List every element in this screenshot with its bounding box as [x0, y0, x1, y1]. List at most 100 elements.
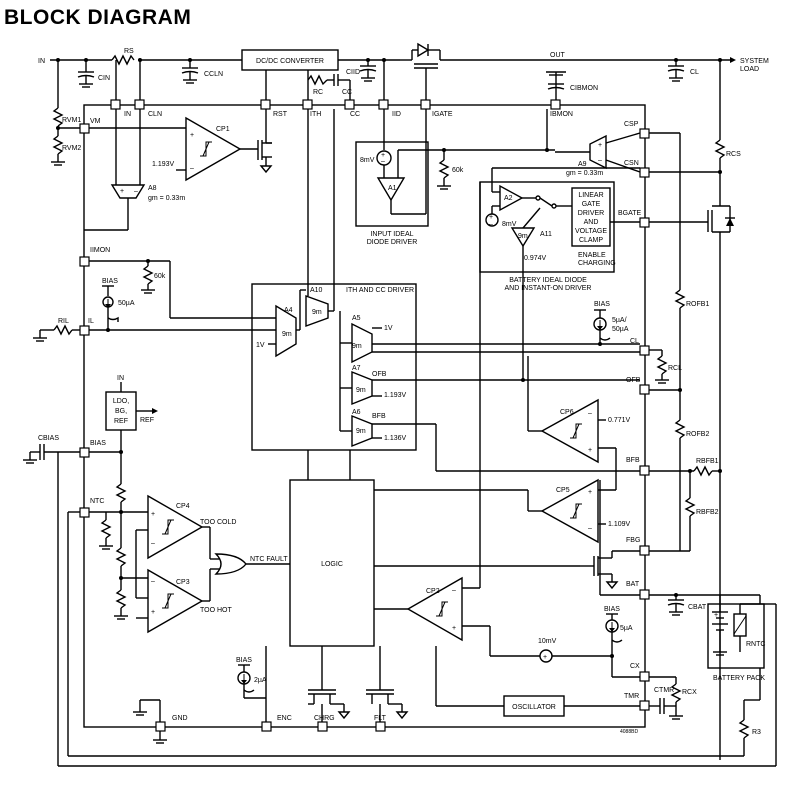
svg-text:+: +: [452, 625, 456, 632]
oscillator-block: OSCILLATOR 4088BD: [435, 646, 640, 735]
label-8mv-iid: 8mV: [360, 157, 375, 164]
label-50ua: 50µA: [118, 300, 135, 307]
pin-flt: [375, 721, 386, 732]
label-out: OUT: [550, 52, 566, 59]
label-5ua-50ua-2: 50µA: [612, 326, 629, 333]
label-system: SYSTEM: [740, 58, 769, 65]
svg-text:–: –: [489, 221, 493, 228]
label-battery-pack: BATTERY PACK: [713, 675, 765, 682]
label-a4: A4: [284, 307, 293, 314]
svg-text:+: +: [190, 132, 194, 139]
pin-label-cl: CL: [630, 338, 639, 345]
diagram-title: BLOCK DIAGRAM: [4, 6, 191, 29]
label-rvm1: RVM1: [62, 117, 81, 124]
label-in-top: IN: [38, 58, 45, 65]
label-a11-gm: 9m: [518, 233, 528, 240]
comparator-cp6: CP6 – + 0.771V: [527, 356, 631, 471]
pin-csn: [639, 167, 650, 178]
r3-feedback: R3: [57, 452, 777, 767]
battery-pack: + RNTC BATTERY PACK: [707, 595, 765, 682]
label-ntc-fault: NTC FAULT: [250, 556, 288, 563]
logic-block: LOGIC: [289, 450, 375, 647]
label-ldo-3: REF: [114, 418, 128, 425]
label-8mv-a2: 8mV: [502, 221, 517, 228]
battery-ideal-diode-block: A2 + – 8mV 9m A11 0.974V LINEAR GATE DRI…: [479, 167, 640, 382]
svg-text:+: +: [489, 214, 493, 221]
label-2ua: 2µA: [254, 677, 267, 684]
label-rvm2: RVM2: [62, 145, 81, 152]
label-cp5: CP5: [556, 487, 570, 494]
label-bias-d: BIAS: [236, 657, 252, 664]
pin-label-cln: CLN: [148, 111, 162, 118]
label-rbfb2: RBFB2: [696, 509, 719, 516]
bottom-pins: GND ENC CHRG FLT: [155, 715, 387, 732]
divider-rbfb: RBFB1 RBFB2: [649, 458, 722, 551]
label-lgd-4: AND: [584, 219, 599, 226]
pin-vm: [79, 123, 90, 134]
label-cp4: CP4: [176, 503, 190, 510]
pin-label-chrg: CHRG: [314, 715, 335, 722]
pin-label-cx: CX: [630, 663, 640, 670]
label-a5-gm: 9m: [352, 343, 362, 350]
pin-label-bfb: BFB: [626, 457, 640, 464]
pin-label-cc: CC: [350, 111, 360, 118]
resistor-ril: RIL: [33, 318, 276, 342]
label-rs: RS: [124, 48, 134, 55]
label-ciid: CIID: [346, 69, 360, 76]
capacitor-ciid: CIID: [346, 58, 377, 82]
pin-label-csn: CSN: [624, 160, 639, 167]
rcs-and-battery-fet: RCS: [645, 58, 741, 760]
top-pins: IN CLN RST ITH CC IID IGATE IBMON: [110, 99, 573, 118]
label-load: LOAD: [740, 66, 759, 73]
svg-text:+: +: [588, 447, 592, 454]
label-a10-gm: 9m: [312, 309, 322, 316]
ith-cc-driver-block: ITH AND CC DRIVER A4 9m 1V A10 9m A5 9m …: [251, 109, 640, 472]
label-60k-iid: 60k: [452, 167, 464, 174]
pin-label-fbg: FBG: [626, 537, 640, 544]
label-a9: A9: [578, 161, 587, 168]
label-a7-ofb: OFB: [372, 371, 387, 378]
pin-label-in: IN: [124, 111, 131, 118]
amplifier-a9: + – A9 gm = 0.33m: [555, 132, 641, 177]
label-a1: A1: [388, 185, 397, 192]
capacitor-cibmon: CIBMON: [546, 71, 598, 104]
svg-text:–: –: [190, 165, 194, 172]
svg-text:–: –: [588, 410, 592, 417]
pin-csp: [639, 128, 650, 139]
label-a11: A11: [540, 231, 552, 238]
svg-text:–: –: [588, 525, 592, 532]
svg-text:+: +: [598, 142, 602, 149]
label-rbfb1: RBFB1: [696, 458, 719, 465]
bias-5ua-50ua-source: BIAS 5µA/ 50µA: [593, 301, 629, 346]
label-a6-bfb: BFB: [372, 413, 386, 420]
pin-tmr: [639, 700, 650, 711]
pin-label-bgate: BGATE: [618, 210, 642, 217]
capacitor-cbias: CBIAS: [23, 435, 80, 464]
label-bias-a: BIAS: [102, 278, 118, 285]
label-r3: R3: [752, 729, 761, 736]
pin-label-bat: BAT: [626, 581, 640, 588]
label-rcs: RCS: [726, 151, 741, 158]
pin-cln: [134, 99, 145, 110]
label-rntc: RNTC: [746, 641, 765, 648]
label-ith-cc-driver: ITH AND CC DRIVER: [346, 287, 414, 294]
svg-text:–: –: [381, 158, 385, 165]
label-ldo-1: LDO,: [113, 398, 129, 405]
label-enable-1: ENABLE: [578, 252, 606, 259]
label-cbat: CBAT: [688, 604, 707, 611]
label-cp3: CP3: [176, 579, 190, 586]
label-1193-a7: 1.193V: [384, 392, 407, 399]
comparator-cp2: CP2 – + + 10mV: [374, 182, 614, 663]
label-rofb1: ROFB1: [686, 301, 709, 308]
label-batt-ideal-2: AND INSTANT-ON DRIVER: [505, 285, 592, 292]
pin-iid: [378, 99, 389, 110]
svg-text:+: +: [714, 612, 718, 619]
label-ccln: CCLN: [204, 71, 223, 78]
or-gate-ntc-fault: NTC FAULT: [214, 553, 290, 575]
svg-text:+: +: [588, 489, 592, 496]
svg-text:–: –: [134, 188, 138, 195]
divider-rofb: ROFB1 ROFB2: [649, 132, 709, 552]
label-0974: 0.974V: [524, 255, 547, 262]
pin-chrg: [317, 721, 328, 732]
label-a4-gm: 9m: [282, 331, 292, 338]
